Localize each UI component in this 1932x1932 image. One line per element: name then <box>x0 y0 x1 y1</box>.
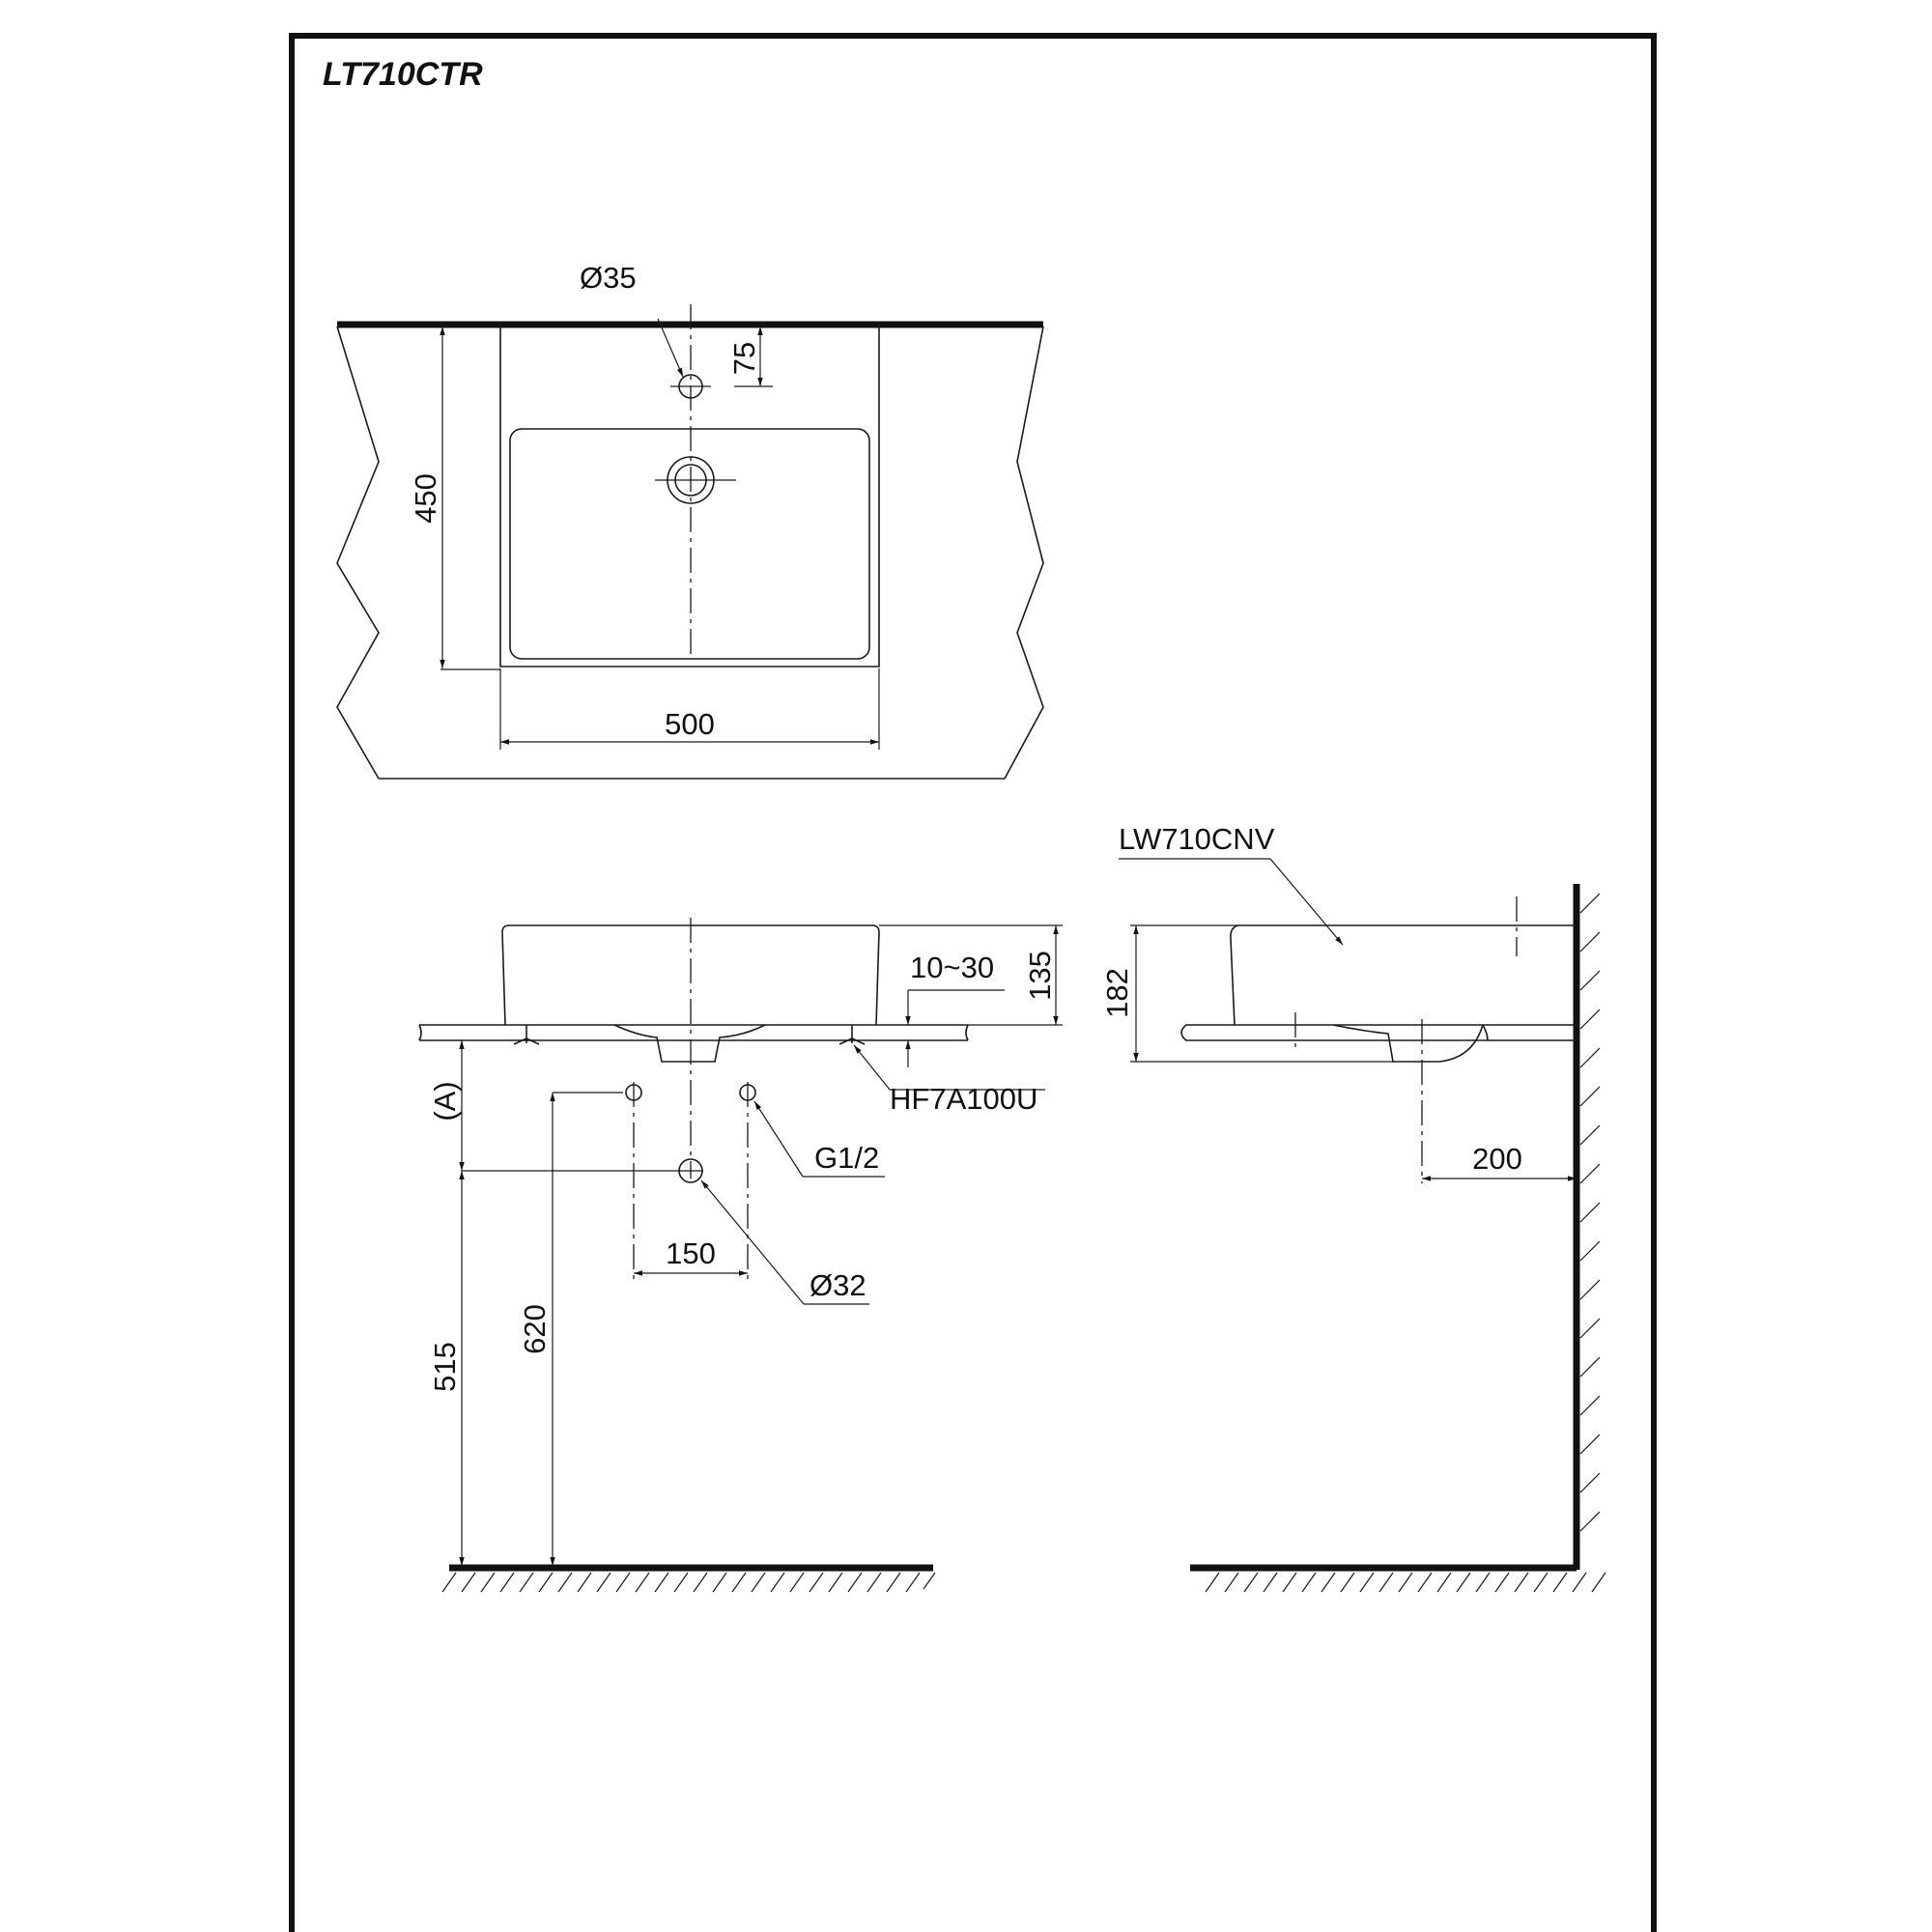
faucet-offset-label: 75 <box>727 342 761 375</box>
wall-hatch <box>1579 893 1601 1532</box>
basin-side-underside <box>1332 1024 1484 1063</box>
model-title: LT710CTR <box>323 56 483 93</box>
basin-model-label: LW710CNV <box>1119 822 1275 856</box>
basin-height-label: 135 <box>1023 951 1057 1001</box>
overall-height-label: 182 <box>1100 968 1134 1018</box>
floor-hatch-front <box>441 1572 936 1593</box>
front-view: 135 10~30 HF7A100U G1/2 Ø32 150 (A) 515 … <box>418 918 1063 1593</box>
width-label: 500 <box>665 707 715 741</box>
wall-distance-label: 200 <box>1472 1142 1522 1176</box>
depth-label: 450 <box>409 473 442 524</box>
counter-left-break <box>336 326 380 780</box>
drain-diameter-label: Ø32 <box>810 1268 867 1302</box>
fixing-kit-label: HF7A100U <box>890 1082 1037 1116</box>
floor-hatch-side <box>1205 1572 1606 1593</box>
top-view: Ø35 75 450 500 <box>336 261 1044 780</box>
basin-bowl <box>509 428 870 660</box>
drain-height-label: 515 <box>428 1342 462 1392</box>
counter-thickness-label: 10~30 <box>910 951 994 984</box>
fixing-bracket-left <box>513 1025 540 1045</box>
basin-bowl-underside <box>613 1024 766 1063</box>
supply-thread-label: G1/2 <box>814 1141 879 1175</box>
side-view: 182 200 LW710CNV <box>1100 822 1606 1593</box>
supply-height-label: 620 <box>518 1304 552 1354</box>
counter-right-break <box>1004 326 1044 780</box>
counter-side <box>1180 1024 1577 1041</box>
basin-side-profile <box>1230 924 1577 1026</box>
dimension-a-label: (A) <box>428 1081 462 1121</box>
basin-outline <box>499 327 880 668</box>
drawing-frame <box>289 33 1657 1932</box>
faucet-hole-diameter-label: Ø35 <box>580 261 637 295</box>
fixing-bracket-right <box>838 1025 866 1045</box>
supply-spacing-label: 150 <box>666 1236 716 1270</box>
